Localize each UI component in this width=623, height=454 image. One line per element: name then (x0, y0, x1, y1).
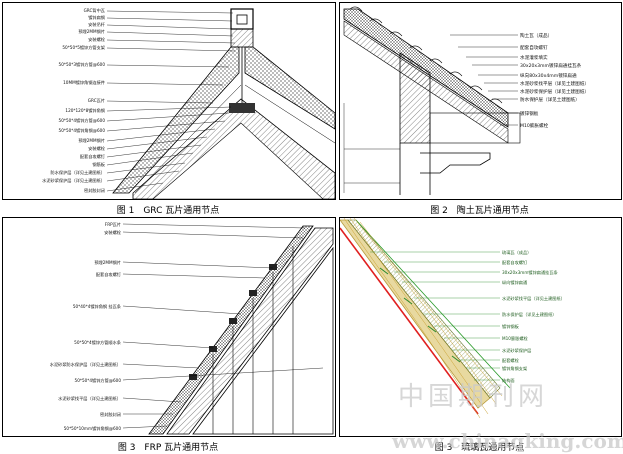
figure-2-drawing: 陶土瓦（成品） 配套自攻螺钉 水泥灌浆填实 30x20x3mm镀锌扁通挂瓦条 纵… (343, 6, 589, 195)
fig3-label-10: 密封胶封闭 (100, 411, 121, 418)
fig4-label-3: 30x20x3mm镀锌扁通挂瓦条 (502, 269, 559, 276)
fig4-label-11: 镀锌角钢支架 (502, 365, 527, 372)
ridge-box (236, 14, 248, 25)
fig3-label-3: 预埋2MM钢片 (94, 259, 121, 266)
right-slope-tiles (244, 46, 335, 130)
figure-2-caption: 图 2 陶土瓦片通用节点 (430, 206, 529, 216)
fig4-label-2: 配套自攻螺钉 (502, 259, 528, 266)
fig4-label-5: 水泥砂浆找平层（详见土建图纸） (502, 295, 565, 302)
concrete-slab (192, 246, 334, 435)
fig4-label-4: 纵向镀锌扁通 (502, 279, 528, 286)
fig3-label-11: 50*50*10mm镀锌角钢@600 (64, 425, 122, 432)
figure-2-panel: 陶土瓦（成品） 配套自攻螺钉 水泥灌浆填实 30x20x3mm镀锌扁通挂瓦条 纵… (339, 2, 622, 200)
frp-tile-layer (148, 225, 314, 435)
fig2-label-9: 镀锌钢板 (520, 110, 539, 117)
fig4-label-8: M10膨胀螺栓 (502, 335, 529, 342)
fig3-label-2: 安装螺栓 (104, 229, 122, 236)
fig1-label-3: 安装吊杆 (88, 21, 106, 28)
fig2-label-5: 纵向80x30x4mm镀锌扁通 (520, 72, 577, 79)
figure-1-panel: GRC背中瓦 镀锌扁钢 安装吊杆 预埋2MM钢片 安装螺栓 50*50*5镀锌方… (2, 2, 336, 200)
fig4-label-9: 水泥砂浆保护层 (502, 347, 531, 354)
eave-gutter (420, 152, 491, 174)
fig2-label-3: 水泥灌浆填实 (520, 54, 548, 61)
fig3-label-6: 50*50*4镀锌方管顺水条 (74, 339, 122, 346)
fig1-label-19: 密封胶封闭 (84, 187, 105, 194)
left-slope-tiles (112, 46, 240, 194)
figure-3-caption: 图 3 FRP 瓦片通用节点 (117, 443, 219, 453)
figure-4-panel: 琉璃瓦（成品） 配套自攻螺钉 30x20x3mm镀锌扁通挂瓦条 纵向镀锌扁通 水… (339, 217, 622, 437)
watermark-brand: 中国期刊网 (398, 382, 548, 412)
fig2-label-10: M10膨胀螺栓 (520, 122, 549, 129)
fig1-label-12: 50*50*4镀锌角钢@600 (59, 127, 106, 134)
fig3-label-1: FRP瓦片 (105, 221, 121, 228)
fig1-label-7: 50*50*3镀锌方管@600 (59, 61, 106, 68)
fig1-label-17: 防水保护层（详见土建图纸） (51, 169, 105, 176)
fig1-label-11: 50*50*4镀锌方管@600 (59, 117, 106, 124)
figure-4-drawing: 琉璃瓦（成品） 配套自攻螺钉 30x20x3mm镀锌扁通挂瓦条 纵向镀锌扁通 水… (340, 218, 565, 419)
figure-3-drawing: FRP瓦片 安装螺栓 预埋2MM钢片 配套自攻螺钉 50*40*4镀锌角钢 挂瓦… (50, 221, 334, 435)
figure-1-drawing: GRC背中瓦 镀锌扁钢 安装吊杆 预埋2MM钢片 安装螺栓 50*50*5镀锌方… (42, 7, 335, 199)
fig1-label-15: 配套自攻螺钉 (80, 153, 106, 160)
fig1-label-1: GRC背中瓦 (84, 7, 105, 14)
watermark-url: www.chinaqking.com (391, 429, 623, 453)
figure-3-panel: FRP瓦片 安装螺栓 预埋2MM钢片 配套自攻螺钉 50*40*4镀锌角钢 挂瓦… (2, 217, 336, 437)
fig1-label-14: 安装螺栓 (88, 145, 106, 152)
fig1-label-16: 钢筋板 (92, 161, 105, 168)
fig1-label-6: 50*50*5镀锌方管支架 (62, 44, 105, 51)
fig4-label-12: 结构面 (502, 377, 515, 384)
fig2-label-6: 水泥砂浆找平层（详见土建图纸） (520, 80, 589, 87)
fig1-label-5: 安装螺栓 (88, 36, 106, 43)
fig2-label-7: 水泥砂浆保护层（详见土建图纸） (520, 88, 589, 95)
fig4-label-6: 防水保护层（详见土建图纸） (502, 311, 556, 318)
fig1-label-10: 120*120*8镀锌角钢 (65, 107, 105, 114)
fig3-label-4: 配套自攻螺钉 (96, 271, 122, 278)
fig2-label-1: 陶土瓦（成品） (520, 32, 552, 39)
fig4-label-10: 配套螺栓 (502, 357, 520, 364)
fig3-label-5: 50*40*4镀锌角钢 挂瓦条 (73, 303, 122, 310)
figure-1-caption: 图 1 GRC 瓦片通用节点 (116, 206, 220, 216)
fig2-label-2: 配套自攻螺钉 (520, 44, 548, 51)
clay-tile-layer (343, 8, 509, 128)
fig1-label-4: 预埋2MM钢片 (78, 28, 105, 35)
figure-4-caption: 图 3 琉璃瓦通用节点 (434, 443, 525, 453)
fig1-label-9: GRC瓦片 (88, 97, 105, 104)
fig3-label-7: 水泥砂浆防水保护层（详见土建图纸） (50, 361, 121, 368)
fig2-label-4: 30x20x3mm镀锌扁通挂瓦条 (520, 62, 582, 69)
fig2-label-8: 防水保护层（详见土建图纸） (520, 96, 580, 103)
fig4-label-7: 镀锌钢板 (502, 323, 520, 330)
fig4-label-1: 琉璃瓦（成品） (502, 249, 531, 256)
fig1-label-18: 水泥砂浆保护层（详见土建图纸） (42, 177, 105, 184)
fig3-label-8: 50*50*4镀锌方管@600 (75, 377, 122, 384)
fig1-label-13: 预埋2MM钢片 (78, 137, 105, 144)
waterproof-line (340, 227, 479, 415)
fig1-label-2: 镀锌扁钢 (88, 14, 105, 21)
fig3-label-9: 水泥砂浆找平层（详见土建图纸） (58, 395, 121, 402)
fig1-label-8: 10MM镀锌角钢连接件 (63, 79, 105, 86)
